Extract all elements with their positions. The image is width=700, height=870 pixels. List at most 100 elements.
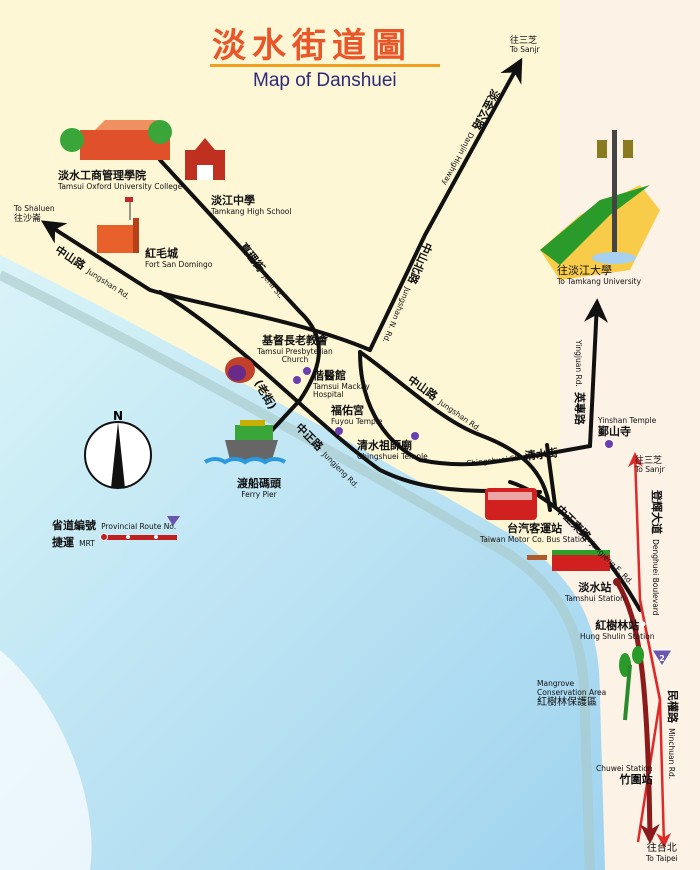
label-zh: 省道編號 [52,519,96,532]
label-zh: 英專路 [573,391,586,425]
mrt-station-chuwei[interactable] [648,773,654,779]
mrt-line[interactable] [614,580,660,844]
label-zh: 偕醫館 [313,369,346,382]
label-en: Tamshui Station [565,593,625,603]
label-zh: 淡江中學 [211,194,255,207]
label-en: Provincial Route No. [101,522,177,531]
label-zh: 清水街 [524,446,559,463]
road-jenli[interactable] [158,158,321,442]
street-lamp-icon [540,130,660,280]
label-en: Minchuan Rd. [667,728,676,780]
road-yingjuan[interactable] [584,298,609,448]
title-chinese: 淡水街道圖 [212,26,412,66]
mrt-station-hungshulin[interactable] [640,621,646,627]
riverbank [0,270,595,870]
road-jungshan-north[interactable] [368,57,523,352]
minchuan-road-line[interactable] [638,599,672,848]
yinshan-star-icon [605,440,613,448]
title-underline [210,64,440,67]
label-zh: 福佑宮 [331,404,364,417]
temple-markers [293,367,613,448]
label-en: Taiwan Motor Co. Bus Station [480,534,590,544]
hospital-star-icon [303,367,311,375]
label-zh: 往三芝 [510,36,538,46]
label-en: Tamsui Mackay Hospital [313,381,370,400]
label-zh: 民權路 [666,690,679,723]
fuyou-star-icon [335,427,343,435]
label-zh: 台汽客運站 [507,522,563,535]
route-number: 2 [659,654,665,663]
route-badge-icon [651,649,673,667]
label-en: Tamsui Oxford University College [58,181,183,191]
mrt-station-tamshui[interactable] [613,578,621,586]
label-en: Tamkang High School [211,206,292,216]
label-zh: 渡船碼頭 [237,477,281,490]
road-jungjeng[interactable] [158,290,542,494]
road-jungshan-east[interactable] [358,350,552,512]
label-zh: 紅毛城 [145,247,178,260]
label-zh: 登輝大道 [650,490,663,534]
label-zh: 清水祖師廟 [357,439,412,452]
road-chingshuei[interactable] [358,350,592,467]
label-en: To Taipei [646,853,678,863]
chingshuei-star-icon [411,432,419,440]
road-label-minchuan: 民權路 Minchuan Rd. [665,690,683,779]
label-en: Denghuei Boulevard [651,539,660,616]
label-en: Tamsui Presbyterian Church [257,346,333,365]
compass-icon [84,421,152,489]
ferry-boat-icon [203,420,287,465]
compass-north: N [113,409,123,423]
label-zh: 往淡江大學 [557,264,612,277]
label-en: To Tamkang University [557,276,642,286]
label-zh: 淡水站 [578,581,612,594]
tamkang-high-building-icon [185,138,225,180]
label-zh: 紅樹林保護區 [537,697,597,709]
label-zh: 鄞山寺 [598,424,631,438]
label-en: Mangrove Conservation Area [537,679,607,697]
label-zh: 往台北 [646,843,677,854]
label-en: Chuwei Station [596,764,653,773]
mangrove-plant-icon [619,646,644,721]
label-en: To Sanjr [635,465,665,475]
label-en: To Shaluen [14,204,55,213]
bus-icon [485,488,537,520]
label-en: To Sanjr [510,45,540,55]
road-label-yingjuan: Yingjuan Rd. 英專路 [572,340,590,425]
roads [40,57,642,612]
label-zh: 基督長老教會 [262,334,328,347]
tamsui-river [0,255,605,870]
label-en: Fuyou Temple [331,416,383,426]
legend-route-icon [167,516,180,526]
road-label-denghuei: 登輝大道 Denghuei Boulevard [649,490,667,616]
tamshui-station-building-icon [527,550,610,571]
label-en: MRT [79,539,95,548]
label-zh: 往三芝 [635,456,663,466]
college-building-icon [60,120,172,160]
label-en: Hung Shulin Station [580,631,655,641]
fort-icon [97,197,139,253]
label-en: Ferry Pier [241,489,277,499]
vase-icon [225,357,255,383]
road-connector[interactable] [545,443,557,507]
legend-mrt-icon [102,535,177,540]
